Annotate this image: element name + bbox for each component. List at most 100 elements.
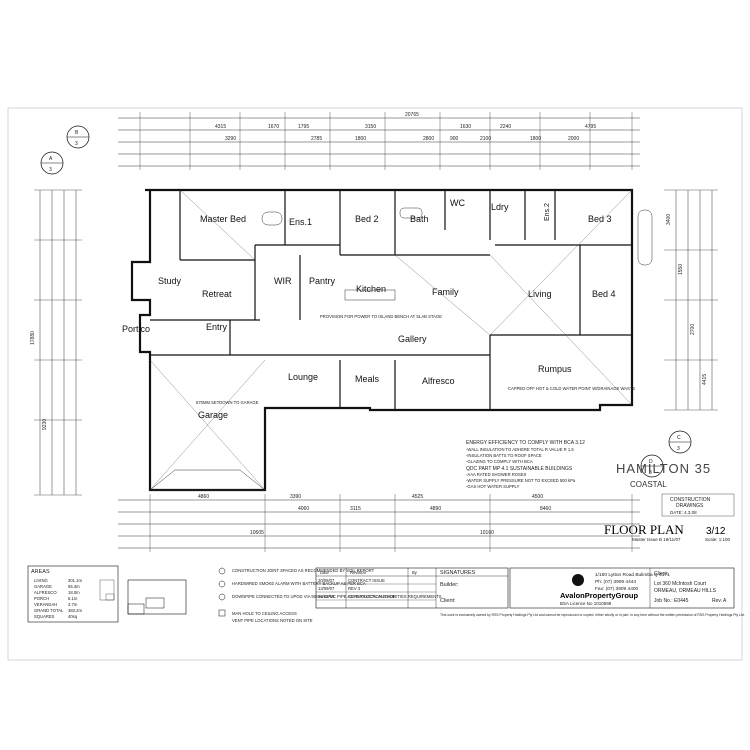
company-phone: Ph: (07) 3909 4444 — [595, 579, 636, 585]
energy-line-4: QDC PART MP 4.1 SUSTAINABLE BUILDINGS — [466, 466, 573, 472]
copyright-note: This work is exclusively owned by RSS Pr… — [440, 613, 745, 617]
bottom-dim-1: 4860 — [198, 494, 209, 500]
left-dimensions: 17880 9230 — [30, 189, 82, 496]
top-dim-3: 1795 — [298, 124, 309, 130]
room-lounge: Lounge — [288, 372, 318, 382]
stamp-line-2: DRAWINGS — [676, 503, 704, 509]
rumpus-note: CAPPED OFF HOT & COLD WATER POINT W/DRAI… — [508, 386, 635, 391]
room-pantry: Pantry — [309, 276, 336, 286]
top2-dim-1: 3290 — [225, 136, 236, 142]
stamp-date: DATE: 4.3.08 — [670, 510, 697, 515]
room-gallery: Gallery — [398, 334, 427, 344]
energy-notes: ENERGY EFFICIENCY TO COMPLY WITH BCA 3.1… — [466, 440, 585, 489]
rev-row-1-date: 20/09/07 — [318, 578, 335, 583]
house-outline — [130, 188, 653, 492]
rev-row-1-desc: CONTRACT ISSUE — [348, 578, 385, 583]
section-b-letter: B — [75, 130, 79, 136]
top-dim-6: 1630 — [460, 124, 471, 130]
company-block: 1/160 Lytton Road Bulimba Q 4171 Ph: (07… — [509, 567, 735, 609]
section-marker-b: B 3 — [66, 125, 90, 149]
bottom-dim-2: 3390 — [290, 494, 301, 500]
rev-header-by: By — [412, 570, 418, 575]
room-meals: Meals — [355, 374, 380, 384]
areas-row-7: SQUARES — [34, 614, 55, 619]
areas-row-7-val: 40sq — [68, 614, 78, 619]
top-dim-4: 3150 — [365, 124, 376, 130]
room-family: Family — [432, 287, 459, 297]
construction-note-4: MAN HOLE TO CEILING ACCESS — [232, 611, 297, 616]
top2-dim-7: 2000 — [568, 136, 579, 142]
signatures-label: SIGNATURES — [440, 570, 476, 576]
section-marker-d: D 3 — [640, 454, 664, 478]
section-d-letter: D — [649, 459, 653, 465]
facade-name: COASTAL — [630, 480, 667, 489]
room-entry: Entry — [206, 322, 228, 332]
room-ldry: Ldry — [491, 202, 509, 212]
room-portico: Portico — [122, 324, 150, 334]
section-c-sheet: 3 — [677, 446, 680, 452]
top-dim-7: 2240 — [500, 124, 511, 130]
room-master-bed: Master Bed — [200, 214, 246, 224]
room-bed4: Bed 4 — [592, 289, 616, 299]
company-fax: Fax: (07) 3909 4400 — [595, 586, 639, 592]
top-dim-2: 1670 — [268, 124, 279, 130]
scale-text: Scale: 1:100 — [705, 537, 731, 542]
bottom2-dim-3: 4890 — [430, 506, 441, 512]
company-address: 1/160 Lytton Road Bulimba Q 4171 — [595, 572, 670, 578]
stamp-line-1: CONSTRUCTION — [670, 497, 711, 503]
areas-row-1-val: 301.1m — [68, 578, 82, 583]
room-ens1: Ens.1 — [289, 217, 312, 227]
bottom-dimensions: 4860 3390 4525 4500 4060 3115 4890 8460 … — [118, 494, 640, 552]
right-dimensions: 3400 1550 2700 4415 — [664, 189, 718, 411]
left-dim-garage: 9230 — [42, 419, 48, 430]
sheet-title-text: FLOOR PLAN — [604, 522, 684, 537]
bottom2-dim-1: 4060 — [298, 506, 309, 512]
room-bed2: Bed 2 — [355, 214, 379, 224]
company-logo-mark — [572, 574, 584, 586]
rev-row-2-desc: REV 3 — [348, 586, 361, 591]
areas-row-2-val: 55.4m — [68, 584, 80, 589]
left-dim-total: 17880 — [30, 331, 36, 345]
revision-table: Date Revision By 20/09/07 CONTRACT ISSUE… — [315, 567, 509, 609]
top2-dim-5: 2100 — [480, 136, 491, 142]
top2-dim-6: 1800 — [530, 136, 541, 142]
company-name: AvalonPropertyGroup — [560, 591, 638, 600]
bottom-dim-4: 4500 — [532, 494, 543, 500]
bathtub-main — [399, 207, 423, 219]
room-rumpus: Rumpus — [538, 364, 572, 374]
section-c-letter: C — [677, 435, 681, 441]
bottom-total-2: 10160 — [480, 530, 494, 536]
room-kitchen: Kitchen — [356, 284, 386, 294]
room-retreat: Retreat — [202, 289, 232, 299]
areas-row-1: LIVING — [34, 578, 48, 583]
right-dim-1: 3400 — [666, 214, 672, 225]
revision-letter: Rev. A — [712, 598, 727, 604]
construction-note-5: VENT PIPE LOCATIONS NOTED ON SITE — [232, 618, 313, 623]
key-plan-sketch — [127, 579, 187, 615]
bsa-licence: BSA Licence No 1010598 — [560, 601, 612, 606]
kitchen-island — [344, 289, 396, 301]
section-marker-c: C 3 — [668, 430, 692, 454]
energy-line-2: -INSULATION BATTS TO ROOF SPACE — [466, 453, 542, 458]
bottom-total-1: 10605 — [250, 530, 264, 536]
areas-row-6: GRAND TOTAL — [34, 608, 64, 613]
model-name: HAMILTON 35 — [616, 461, 711, 476]
areas-row-4: PORCH — [34, 596, 49, 601]
energy-line-5: -AAA RATED SHOWER ROSES — [466, 472, 527, 477]
room-bed3: Bed 3 — [588, 214, 612, 224]
rev-header-revision: Revision — [350, 570, 367, 575]
bottom2-dim-2: 3115 — [350, 506, 361, 512]
construction-note-1: CONSTRUCTION JOINT SPACED AS RECOMMENDED… — [232, 568, 375, 573]
job-number: Job No.: E0445 — [654, 598, 689, 604]
energy-title: ENERGY EFFICIENCY TO COMPLY WITH BCA 3.1… — [466, 440, 585, 446]
room-living: Living — [528, 289, 552, 299]
water-tank — [637, 209, 653, 266]
section-a-letter: A — [49, 156, 53, 162]
garage-setdown-note: 570MM SETDOWN TO GARAGE — [196, 400, 259, 405]
areas-row-5: VERANDAH — [34, 602, 57, 607]
client-label: Client: — [654, 571, 668, 577]
section-b-sheet: 3 — [75, 141, 78, 147]
section-a-sheet: 3 — [49, 167, 52, 173]
plan-notes: 570MM SETDOWN TO GARAGE CAPPED OFF HOT &… — [196, 314, 635, 405]
